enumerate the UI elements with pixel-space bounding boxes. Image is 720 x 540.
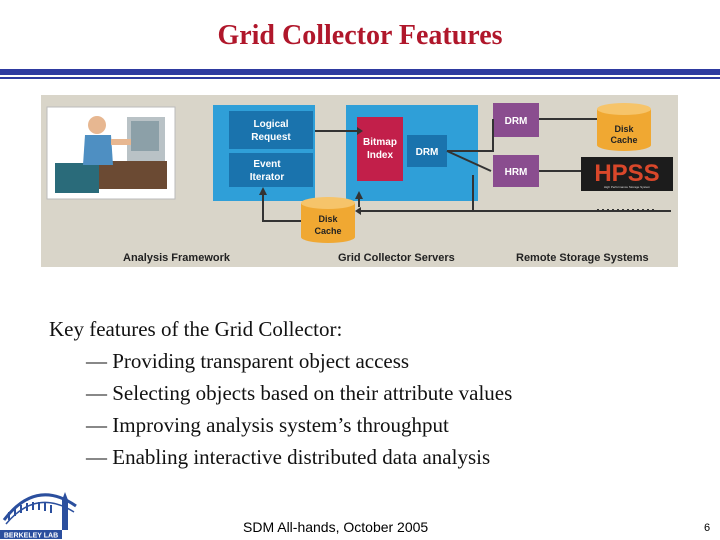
drm-top-box [493, 103, 539, 137]
section-remote-label: Remote Storage Systems [516, 252, 649, 264]
event-iterator-box [229, 153, 313, 187]
slide-footer: SDM All-hands, October 2005 [243, 519, 429, 535]
drm-center-label: DRM [416, 147, 439, 158]
connector-lines [262, 118, 671, 222]
page-number: 6 [704, 522, 711, 534]
disk-cache-bottom-label-1: Disk [318, 214, 338, 224]
logo-text: BERKELEY LAB [4, 533, 58, 540]
hrm-label: HRM [505, 167, 528, 178]
section-analysis-label: Analysis Framework [123, 252, 231, 264]
title-divider [0, 69, 720, 75]
hpss-label: HPSS [594, 160, 659, 187]
storage-dotted-line [597, 209, 654, 211]
feature-bullet: — Selecting objects based on their attri… [86, 381, 513, 405]
bitmap-index-box [357, 117, 403, 181]
feature-list: Key features of the Grid Collector: — Pr… [49, 313, 512, 473]
disk-cache-top-label-1: Disk [614, 124, 634, 134]
drm-center-box [407, 135, 447, 167]
hpss-box [581, 157, 673, 191]
logical-request-label-1: Logical [253, 119, 288, 130]
hrm-box [493, 155, 539, 187]
slide-title: Grid Collector Features [217, 20, 503, 51]
event-iterator-label-1: Event [253, 159, 281, 170]
logical-request-label-2: Request [251, 132, 291, 143]
event-iterator-label-2: Iterator [250, 172, 285, 183]
architecture-diagram: Logical Request Event Iterator Bitmap In… [41, 95, 678, 267]
user-workstation-illustration [46, 106, 176, 200]
disk-cache-top-label-2: Cache [610, 135, 637, 145]
feature-bullet: — Enabling interactive distributed data … [86, 445, 491, 469]
logical-request-box [229, 111, 313, 149]
disk-cache-bottom-label-2: Cache [314, 226, 341, 236]
disk-cache-bottom-cylinder [301, 197, 355, 243]
connector-arrowheads [259, 127, 363, 215]
bitmap-index-label-2: Index [367, 150, 394, 161]
drm-top-label: DRM [505, 116, 528, 127]
hpss-sub-label: High Performance Storage System [604, 185, 651, 189]
feature-heading: Key features of the Grid Collector: [49, 317, 343, 341]
feature-bullet: — Improving analysis system’s throughput [86, 413, 449, 437]
disk-cache-top-cylinder [597, 103, 651, 151]
section-servers-label: Grid Collector Servers [338, 252, 455, 264]
bitmap-index-label-1: Bitmap [363, 137, 397, 148]
title-divider-thin [0, 77, 720, 79]
berkeley-lab-logo: BERKELEY LAB [0, 492, 77, 540]
feature-bullet: — Providing transparent object access [86, 349, 410, 373]
